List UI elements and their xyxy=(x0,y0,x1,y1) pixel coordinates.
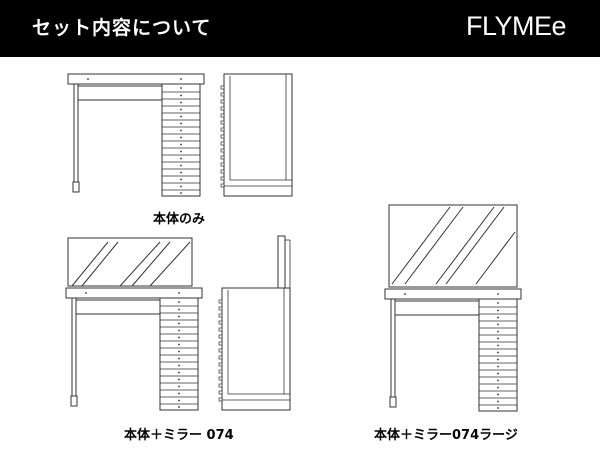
set-body-only xyxy=(67,73,293,197)
mirror-074-side xyxy=(277,235,291,289)
mirror-074-front xyxy=(67,237,193,287)
set-body-mirror-074-large xyxy=(384,204,522,412)
set-body-mirror-074 xyxy=(65,235,291,411)
caption-body-mirror-074-large: 本体＋ミラー074ラージ xyxy=(374,428,518,443)
header-bar: セット内容について FLYMEe xyxy=(0,0,600,57)
desk-side-view-2 xyxy=(218,287,291,411)
desk-front-view xyxy=(67,73,205,197)
desk-front-view-2 xyxy=(65,287,203,411)
brand-logo: FLYMEe xyxy=(465,11,567,41)
caption-body-only: 本体のみ xyxy=(153,212,206,227)
desk-side-view xyxy=(220,73,293,197)
mirror-074-large-front xyxy=(388,204,518,288)
caption-body-mirror-074: 本体＋ミラー 074 xyxy=(124,428,234,443)
page-title: セット内容について xyxy=(32,17,212,39)
desk-front-view-3 xyxy=(384,288,522,412)
